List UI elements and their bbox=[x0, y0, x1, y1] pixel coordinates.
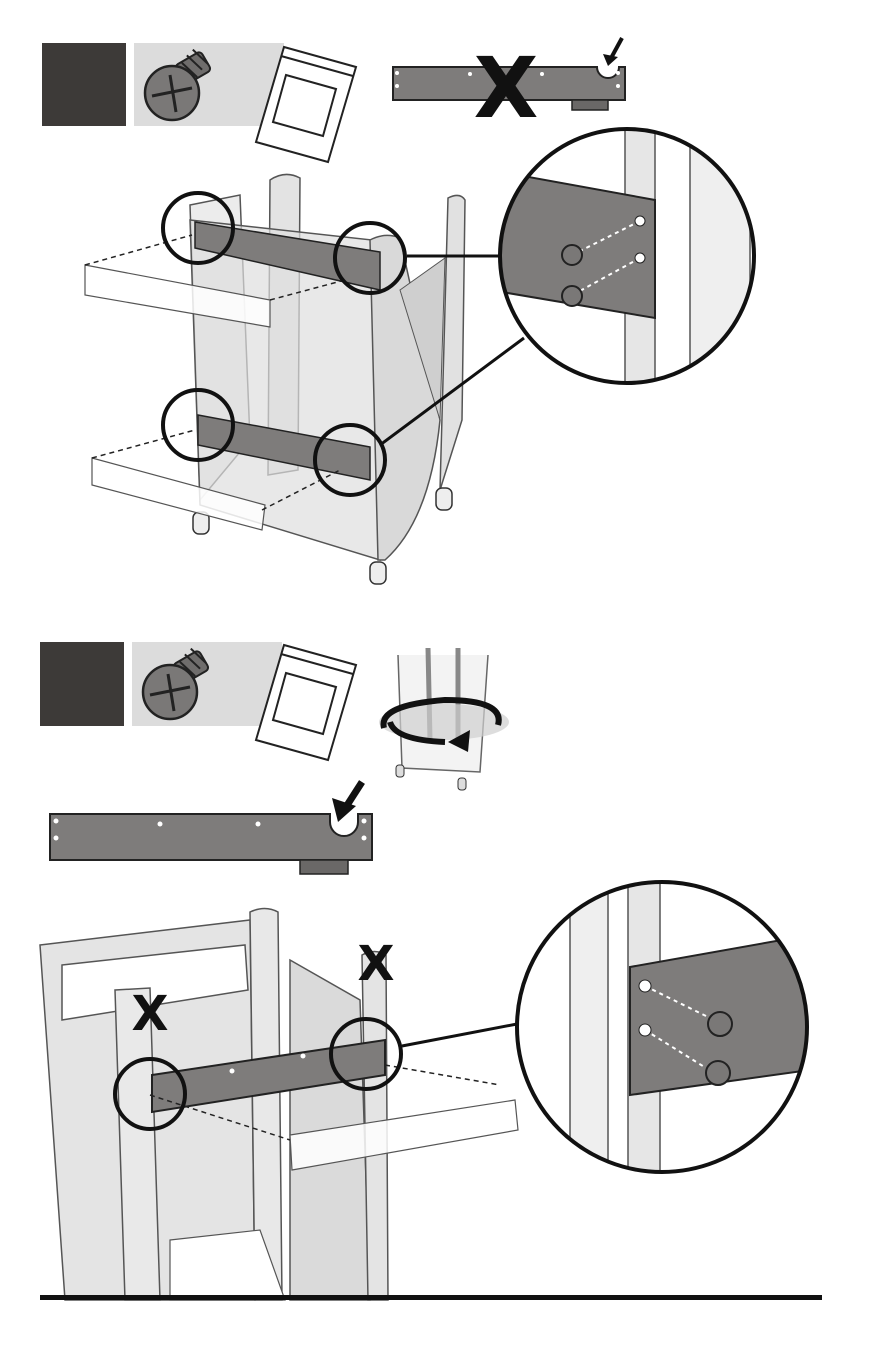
cart-frame-closeup bbox=[40, 909, 518, 1301]
screw-icon bbox=[143, 646, 209, 719]
step-2-zoom-detail bbox=[515, 880, 815, 1180]
right-x-mark: X bbox=[357, 936, 394, 992]
correct-bracket-icon bbox=[50, 782, 372, 874]
rotate-cart-icon bbox=[379, 648, 509, 790]
hardware-bag-icon bbox=[256, 645, 356, 760]
page-bottom-rule bbox=[40, 1295, 822, 1300]
left-x-mark: X bbox=[131, 986, 168, 1042]
